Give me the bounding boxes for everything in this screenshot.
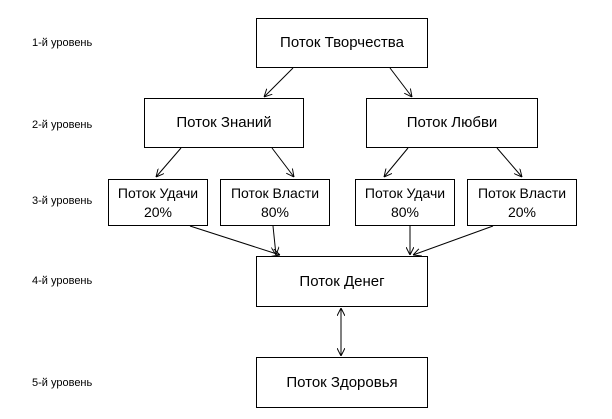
node-power-right-value: 20% bbox=[507, 203, 537, 220]
node-power-right-label: Поток Власти bbox=[477, 184, 567, 201]
arrow-knowledge-luck-left bbox=[156, 147, 182, 177]
node-creativity: Поток Творчества bbox=[256, 18, 428, 68]
arrow-luck-left-money bbox=[189, 225, 280, 255]
node-love: Поток Любви bbox=[366, 98, 538, 148]
node-luck-right: Поток Удачи 80% bbox=[355, 179, 455, 226]
node-power-left-value: 80% bbox=[260, 203, 290, 220]
node-luck-left: Поток Удачи 20% bbox=[108, 179, 208, 226]
node-knowledge: Поток Знаний bbox=[144, 98, 304, 148]
arrow-power-right-money bbox=[413, 225, 494, 255]
level-label-4: 4-й уровень bbox=[32, 275, 93, 287]
node-power-left-label: Поток Власти bbox=[230, 184, 320, 201]
node-power-left: Поток Власти 80% bbox=[220, 179, 330, 226]
node-luck-right-label: Поток Удачи bbox=[364, 184, 446, 201]
arrow-creativity-love bbox=[389, 67, 412, 97]
arrow-knowledge-power-left bbox=[271, 147, 294, 177]
node-luck-left-label: Поток Удачи bbox=[117, 184, 199, 201]
node-health-label: Поток Здоровья bbox=[286, 373, 398, 391]
arrow-love-power-right bbox=[496, 147, 522, 177]
level-label-2: 2-й уровень bbox=[32, 119, 93, 131]
node-luck-left-value: 20% bbox=[143, 203, 173, 220]
node-power-right: Поток Власти 20% bbox=[467, 179, 577, 226]
node-luck-right-value: 80% bbox=[390, 203, 420, 220]
node-knowledge-label: Поток Знаний bbox=[176, 114, 272, 131]
level-label-1: 1-й уровень bbox=[32, 37, 93, 49]
level-label-3: 3-й уровень bbox=[32, 195, 93, 207]
arrow-power-left-money bbox=[273, 225, 276, 255]
node-money-label: Поток Денег bbox=[299, 272, 385, 290]
level-label-5: 5-й уровень bbox=[32, 377, 93, 389]
node-money: Поток Денег bbox=[256, 256, 428, 307]
node-health: Поток Здоровья bbox=[256, 357, 428, 408]
node-creativity-label: Поток Творчества bbox=[280, 34, 404, 51]
arrow-love-luck-right bbox=[384, 147, 409, 177]
node-love-label: Поток Любви bbox=[406, 114, 498, 131]
arrow-creativity-knowledge bbox=[264, 67, 294, 97]
